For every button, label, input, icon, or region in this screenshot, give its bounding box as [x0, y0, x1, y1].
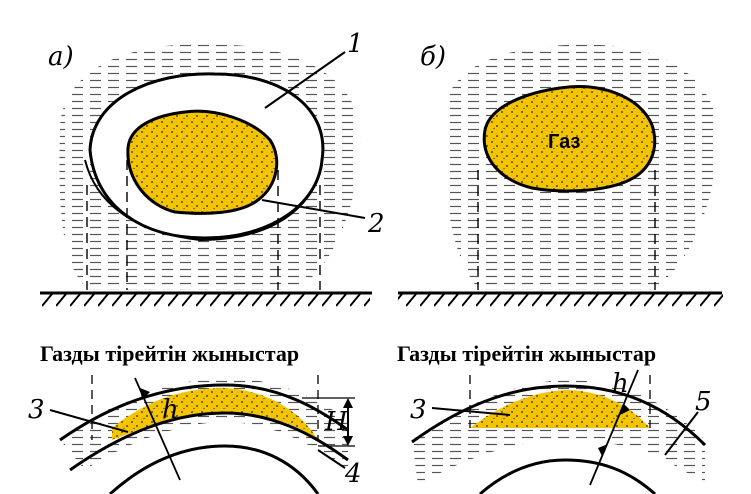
water-contact-a — [84, 159, 323, 242]
panel-b-letter: б) — [420, 42, 446, 72]
gas-blob-b — [482, 85, 657, 193]
anticline-left: 3 4 H h — [28, 375, 362, 494]
leader-2 — [261, 199, 366, 219]
dim-h-right-heads — [598, 404, 630, 456]
panel-a: а) 1 2 — [40, 29, 385, 308]
leader-5 — [664, 411, 699, 456]
inner-arc-left — [108, 444, 320, 494]
dashed-verticals-a — [86, 160, 321, 290]
panel-b: б) Газ — [398, 42, 723, 308]
callout-3-right: 3 — [410, 395, 427, 425]
bottom-seal-left — [69, 411, 349, 472]
callout-2: 2 — [367, 209, 385, 239]
dashed-verticals-b — [477, 170, 656, 290]
gas-blob-a — [126, 109, 279, 215]
dim-h-left-head — [140, 388, 150, 400]
leader-1 — [264, 51, 346, 109]
callout-1: 1 — [347, 29, 364, 59]
dim-H-label: H — [324, 407, 349, 437]
panel-a-letter: а) — [48, 42, 74, 72]
dim-h-right-arrow — [589, 369, 639, 486]
callout-3-left: 3 — [28, 395, 45, 425]
dashed-verticals-right — [469, 375, 651, 428]
anticline-right: 3 5 h — [410, 369, 712, 494]
ground-a — [40, 294, 370, 308]
callout-5: 5 — [695, 387, 712, 417]
ground-b — [398, 294, 723, 308]
leader-4 — [317, 449, 346, 469]
dim-h-right-label: h — [612, 369, 629, 399]
water-layer-right — [412, 380, 705, 485]
caption-left: Газды тірейтін жыныстар — [40, 341, 299, 366]
top-seal-left — [59, 383, 349, 442]
callout-4: 4 — [344, 459, 362, 489]
inner-arc-right — [479, 458, 656, 494]
gas-label: Газ — [548, 131, 580, 153]
leader-3-right — [431, 407, 511, 416]
leader-3-left — [49, 409, 129, 433]
dim-H-heads — [343, 398, 353, 446]
gas-layer-left — [112, 388, 318, 440]
dashed-verticals-left — [91, 375, 319, 440]
caption-right: Газды тірейтін жыныстар — [397, 341, 656, 366]
gas-layer-right — [470, 390, 650, 428]
dim-h-left-label: h — [162, 395, 179, 425]
